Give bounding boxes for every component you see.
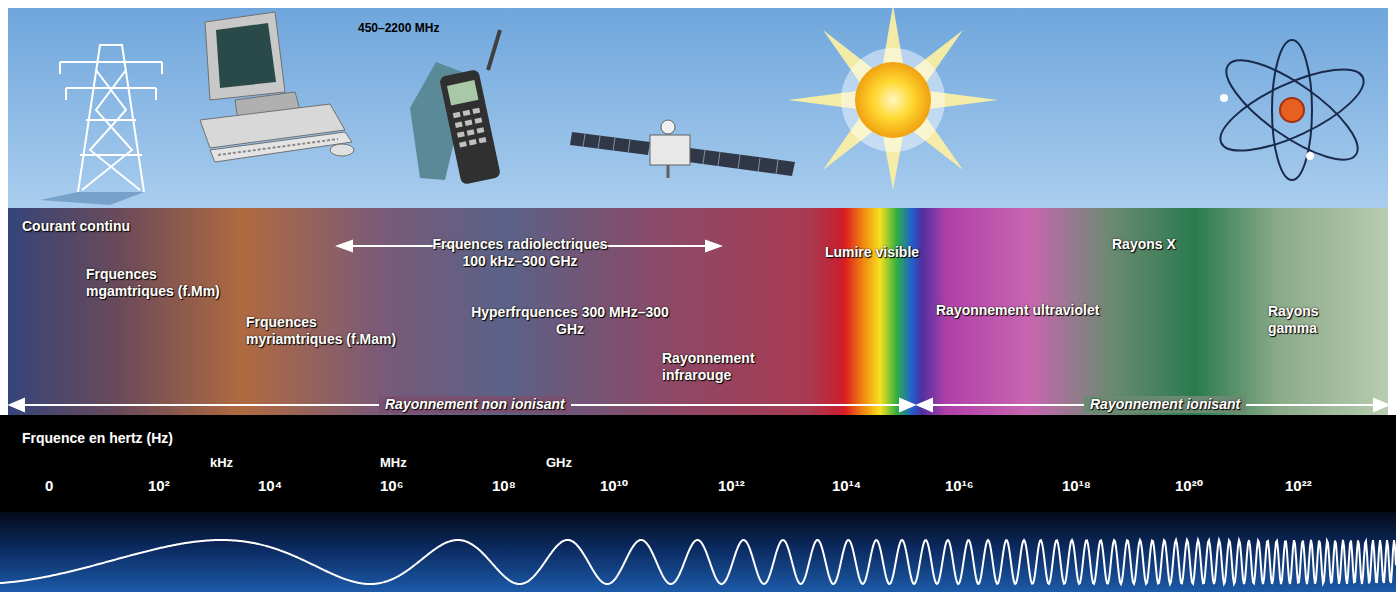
band-label: Rayonnement infrarouge (662, 350, 822, 384)
tick-label: 10²⁰ (1175, 477, 1203, 494)
tick-label: 10² (148, 477, 170, 494)
tick-label: 0 (45, 477, 53, 494)
band-label: Frquences myriamtriques (f.Mam) (246, 314, 406, 348)
unit-label: kHz (210, 454, 233, 471)
tick-label: 10²² (1285, 477, 1312, 494)
unit-label: MHz (380, 454, 407, 471)
tick-label: 10¹⁴ (832, 477, 861, 494)
band-label: Rayons X (1112, 236, 1176, 253)
band-label: Rayons gamma (1268, 303, 1358, 337)
band-label: Rayonnement ultraviolet (936, 302, 1106, 319)
range-label: Rayonnement non ionisant (379, 396, 571, 413)
band-label: Frquences radiolectriques 100 kHz–300 GH… (420, 236, 620, 270)
tick-label: 10⁶ (380, 477, 404, 494)
unit-label: GHz (546, 454, 572, 471)
band-label: Courant continu (22, 218, 132, 235)
tick-label: 10⁸ (492, 477, 516, 494)
tick-label: 10¹⁸ (1062, 477, 1091, 494)
band-label: Frquences mgamtriques (f.Mm) (86, 266, 236, 300)
tick-label: 10⁴ (258, 477, 282, 494)
tick-label: 10¹⁶ (945, 477, 974, 494)
band-label: Hyperfrquences 300 MHz–300 GHz (460, 304, 680, 338)
tick-label: 10¹² (718, 477, 745, 494)
band-label: Lumire visible (822, 244, 922, 261)
wave-line (0, 540, 1396, 584)
range-label: Rayonnement ionisant (1084, 396, 1246, 413)
tick-label: 10¹⁰ (600, 477, 628, 494)
frequency-note: 450–2200 MHz (358, 20, 439, 37)
axis-title: Frquence en hertz (Hz) (22, 430, 173, 447)
